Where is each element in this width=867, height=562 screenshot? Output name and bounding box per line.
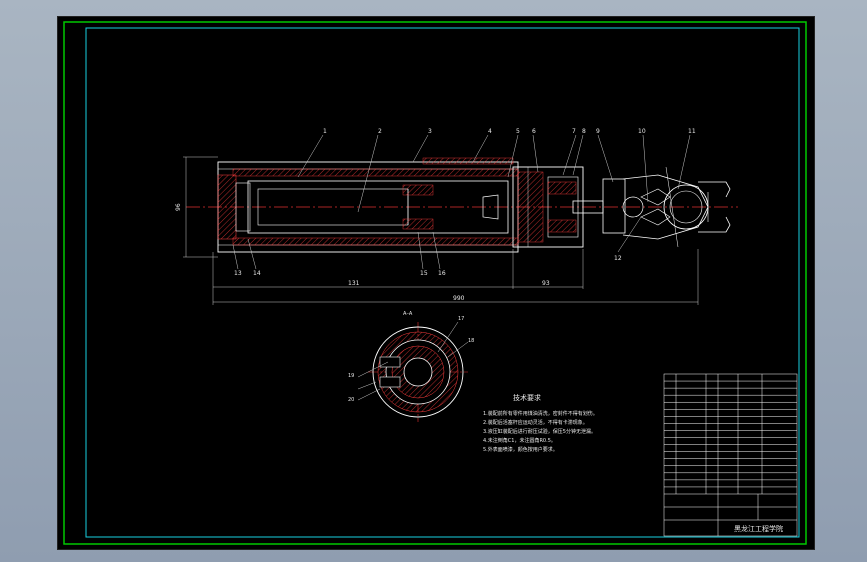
outer-frame [63,21,807,545]
part-label: 7 [572,128,576,135]
part-labels: 1 2 3 4 5 6 7 8 9 10 11 13 14 15 16 12 [234,128,696,277]
part-label: 12 [614,255,622,262]
part-label: 9 [596,128,600,135]
cad-drawing: 1 2 3 4 5 6 7 8 9 10 11 13 14 15 16 12 1… [63,21,807,545]
section-label: 20 [348,397,354,403]
dimension-height: 96 [175,203,182,211]
dimension-total: 990 [453,295,465,302]
technical-requirements: 技术要求 1.装配前所有零件用煤油清洗，密封件不得有划伤。 2.装配后活塞杆应运… [483,393,598,453]
right-flange [512,166,584,248]
tech-note-line: 3.液压缸装配后进行耐压试验，保压5分钟无泄漏。 [483,428,596,435]
section-label: 17 [458,316,464,322]
part-label: 5 [516,128,520,135]
main-view [183,134,738,305]
dimension-right: 93 [542,280,550,287]
tech-note-line: 4.未注倒角C1，未注圆角R0.5。 [483,437,556,444]
part-label: 1 [323,128,327,135]
school-name: 黑龙江工程学院 [734,524,783,533]
part-label: 2 [378,128,382,135]
tech-note-line: 2.装配后活塞杆应运动灵活，不得有卡滞现象。 [483,419,588,426]
part-label: 11 [688,128,696,135]
inner-frame [85,27,800,538]
section-title: A–A [403,311,413,317]
section-label: 18 [468,338,474,344]
dimension-left: 131 [348,280,360,287]
drawing-sheet: 1 2 3 4 5 6 7 8 9 10 11 13 14 15 16 12 1… [57,16,815,550]
part-label: 10 [638,128,646,135]
part-label: 13 [234,270,242,277]
part-label: 6 [532,128,536,135]
part-label: 16 [438,270,446,277]
section-label: 19 [348,373,354,379]
part-label: 3 [428,128,432,135]
part-label: 14 [253,270,261,277]
section-view [357,321,469,422]
part-label: 4 [488,128,492,135]
tech-note-line: 5.外表面喷漆，颜色按用户要求。 [483,446,558,453]
tech-note-line: 1.装配前所有零件用煤油清洗，密封件不得有划伤。 [483,410,598,417]
tech-notes-title: 技术要求 [513,393,541,402]
part-label: 15 [420,270,428,277]
title-block [663,373,798,537]
part-label: 8 [582,128,586,135]
